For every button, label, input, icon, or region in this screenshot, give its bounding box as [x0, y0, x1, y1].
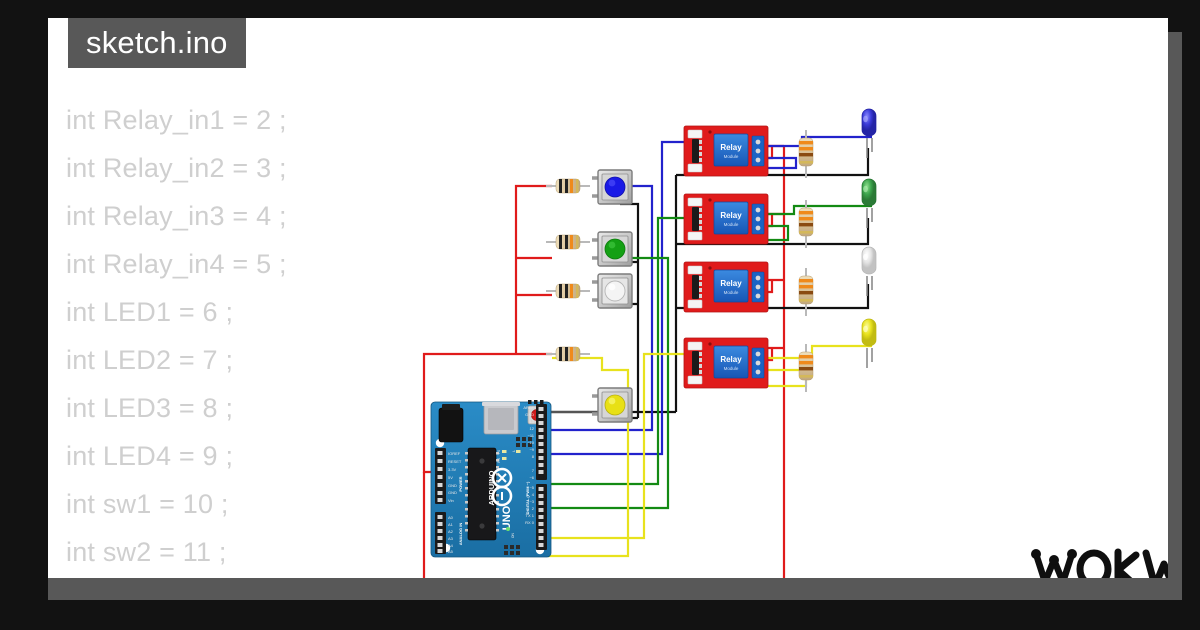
led-label-rx: RX: [497, 457, 501, 462]
power-header-label: POWER: [458, 476, 463, 491]
code-line: int Relay_in1 = 2 ;: [66, 105, 287, 135]
file-tab-sketch[interactable]: sketch.ino: [68, 18, 246, 68]
relay-label: Relay: [720, 355, 742, 364]
code-line: int sw1 = 10 ;: [66, 489, 229, 519]
pin-label-ioref: IOREF: [448, 451, 461, 456]
relay-label: Relay: [720, 143, 742, 152]
digital-header-label: DIGITAL (PWM ~): [525, 481, 530, 514]
board-indicator-leds: [502, 450, 521, 531]
pin-label-aref: AREF: [523, 405, 534, 410]
canvas-bottom-frame: [48, 578, 1182, 600]
project-canvas: int Relay_in1 = 2 ; int Relay_in2 = 3 ; …: [48, 18, 1168, 578]
pin-label-11: ~11: [528, 433, 535, 438]
pin-label-a4: A4: [448, 543, 454, 548]
relay-module-1[interactable]: Relay Module: [683, 125, 769, 177]
led-label-l: L: [512, 450, 516, 452]
code-line: int LED1 = 6 ;: [66, 297, 234, 327]
pin-label-vin: Vin: [448, 498, 454, 503]
code-line: int LED4 = 9 ;: [66, 441, 234, 471]
relay-label: Relay: [720, 279, 742, 288]
pushbutton-green[interactable]: [592, 231, 633, 267]
circuit-diagram[interactable]: Relay Module: [376, 18, 1168, 578]
pin-label-6: ~6: [529, 475, 534, 480]
led-label-on: ON: [511, 532, 515, 538]
code-line: int Relay_in4 = 5 ;: [66, 249, 287, 279]
resistor-group-leds[interactable]: [798, 130, 814, 392]
board-model-label: UNO: [501, 505, 513, 530]
relay-module-2[interactable]: Relay Module: [683, 193, 769, 245]
code-line: int sw2 = 11 ;: [66, 537, 227, 567]
pin-label-3v3: 3.3V: [448, 467, 457, 472]
resistor-group-buttons[interactable]: [546, 178, 590, 362]
pin-label-13: 13: [530, 419, 535, 424]
led-blue[interactable]: [861, 108, 877, 158]
resistor-led-1: [798, 130, 814, 178]
pushbutton-yellow[interactable]: [592, 387, 633, 423]
resistor-pulldown-1: [546, 178, 590, 194]
wokwi-logo: [1028, 542, 1168, 578]
relay-sublabel: Module: [724, 366, 739, 371]
code-line: int Relay_in2 = 3 ;: [66, 153, 287, 183]
led-green[interactable]: [861, 178, 877, 228]
pin-label-10: ~10: [527, 440, 535, 445]
pin-label-a5: A5: [448, 549, 454, 554]
pushbutton-blue[interactable]: [592, 169, 633, 205]
relay-module-4[interactable]: Relay Module: [683, 337, 769, 389]
resistor-pulldown-2: [546, 234, 590, 250]
pin-label-gnd2: GND: [448, 490, 457, 495]
pin-label-gnd: GND: [525, 412, 534, 417]
wire-signal-yellow: [548, 344, 872, 558]
pin-label-a0: A0: [448, 515, 454, 520]
code-line: int Relay_in3 = 4 ;: [66, 201, 287, 231]
led-white[interactable]: [861, 246, 877, 296]
window-bottom-background: [0, 600, 1200, 630]
resistor-led-4: [798, 344, 814, 392]
pin-label-a1: A1: [448, 522, 454, 527]
pin-label-7: 7: [532, 468, 535, 473]
led-label-tx: TX: [497, 449, 501, 454]
relay-module-3[interactable]: Relay Module: [683, 261, 769, 313]
pin-label-rx0: RX 0: [525, 520, 535, 525]
pin-label-5: ~5: [529, 485, 534, 490]
wire-signal-blue: [548, 135, 872, 456]
code-line: int LED2 = 7 ;: [66, 345, 234, 375]
resistor-led-3: [798, 268, 814, 316]
relay-label: Relay: [720, 211, 742, 220]
pin-label-12: 12: [530, 426, 535, 431]
pin-label-a2: A2: [448, 529, 454, 534]
pin-label-4: 4: [532, 492, 535, 497]
led-yellow[interactable]: [861, 318, 877, 368]
pushbutton-white[interactable]: [592, 273, 633, 309]
analog-header-label: ANALOG IN: [458, 523, 463, 546]
pin-label-reset: RESET: [448, 459, 462, 464]
pin-label-9: ~9: [529, 447, 534, 452]
relay-sublabel: Module: [724, 290, 739, 295]
pin-label-tx1: TX 1: [526, 513, 535, 518]
resistor-led-2: [798, 200, 814, 248]
pin-label-a3: A3: [448, 536, 454, 541]
resistor-pulldown-4: [546, 346, 590, 362]
pin-label-gnd1: GND: [448, 483, 457, 488]
pin-label-5v: 5V: [448, 475, 453, 480]
pin-label-8: 8: [532, 454, 535, 459]
arduino-uno-board[interactable]: ARDUINO UNO AREF GND 13 12 ~11 ~10 ~9 8 …: [430, 400, 552, 558]
board-brand-label: ARDUINO: [487, 470, 496, 505]
pin-label-3: ~3: [529, 499, 534, 504]
resistor-pulldown-3: [546, 283, 590, 299]
relay-sublabel: Module: [724, 154, 739, 159]
code-line: int LED3 = 8 ;: [66, 393, 234, 423]
pin-label-2: 2: [532, 506, 535, 511]
wokwi-logo-nodes: [1031, 549, 1077, 578]
relay-sublabel: Module: [724, 222, 739, 227]
arduino-logo-silk: [491, 467, 513, 507]
code-editor-panel[interactable]: int Relay_in1 = 2 ; int Relay_in2 = 3 ; …: [48, 18, 376, 578]
